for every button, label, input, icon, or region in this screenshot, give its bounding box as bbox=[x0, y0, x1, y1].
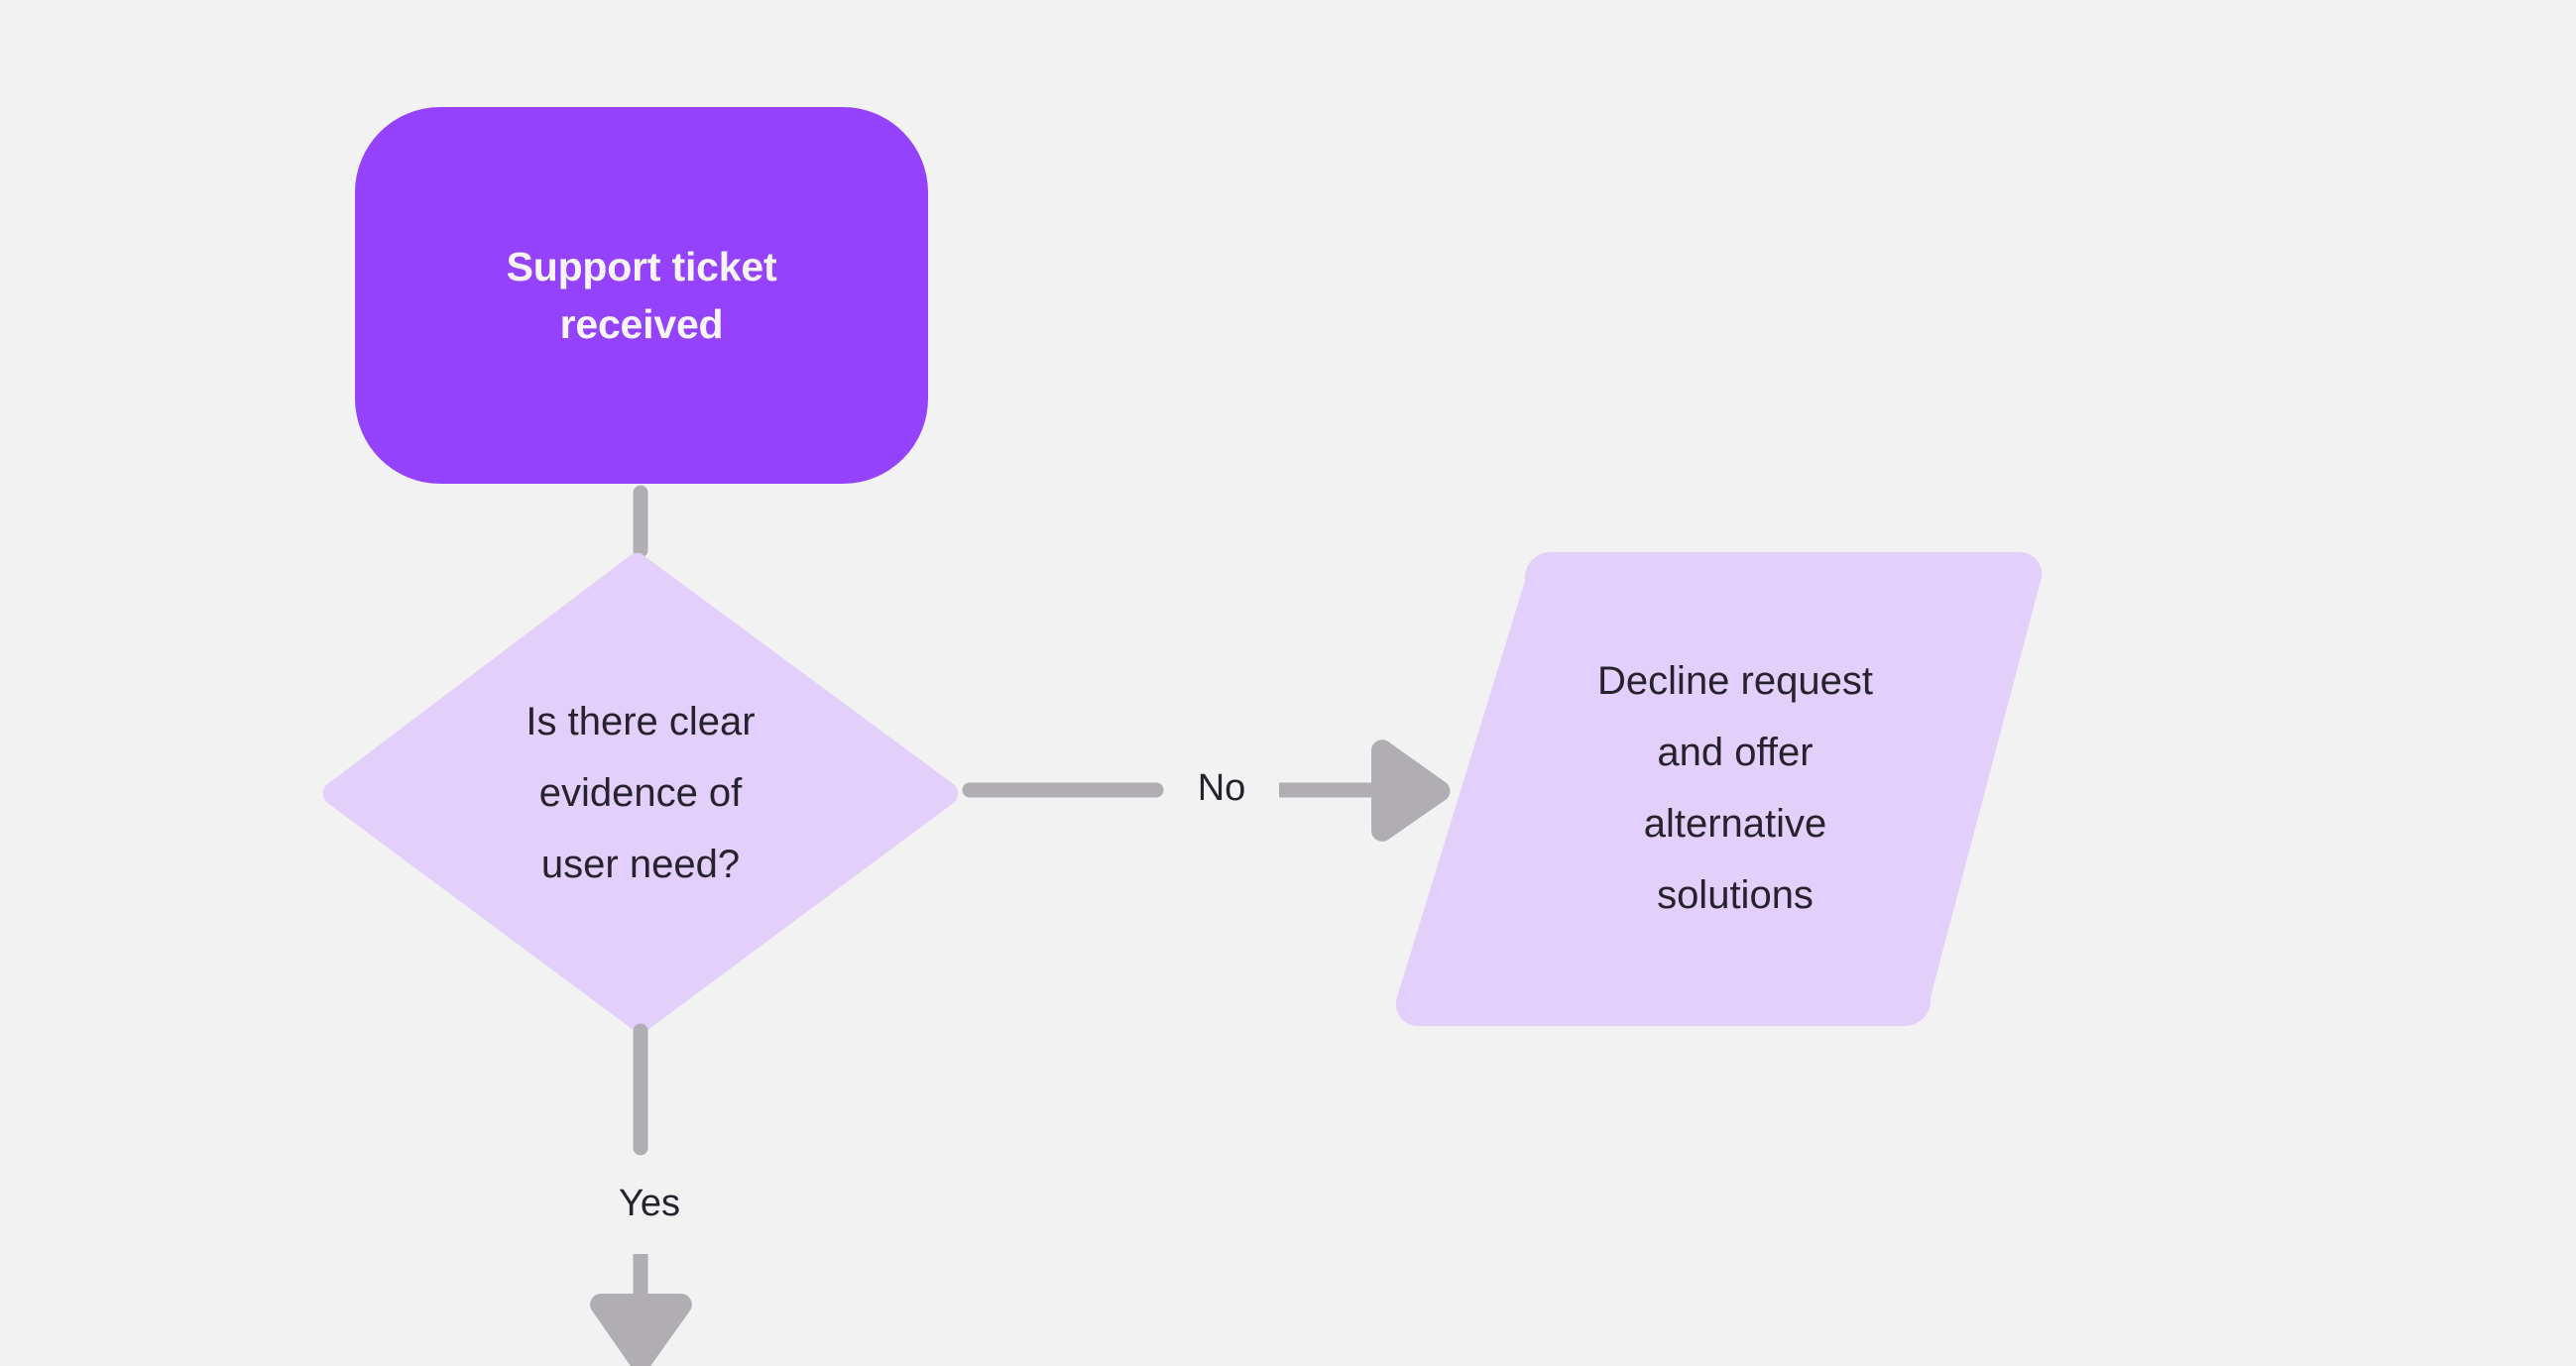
edge-decision-yes-arrowhead bbox=[590, 1294, 692, 1366]
edge-decision-to-decline-arrowhead bbox=[1371, 740, 1451, 842]
edge-label-yes: Yes bbox=[619, 1183, 680, 1224]
node-decision-shape[interactable] bbox=[322, 552, 959, 1033]
node-decline-shape[interactable] bbox=[1395, 551, 2043, 1027]
node-start-shape[interactable] bbox=[355, 107, 928, 484]
edge-label-no: No bbox=[1197, 767, 1246, 809]
